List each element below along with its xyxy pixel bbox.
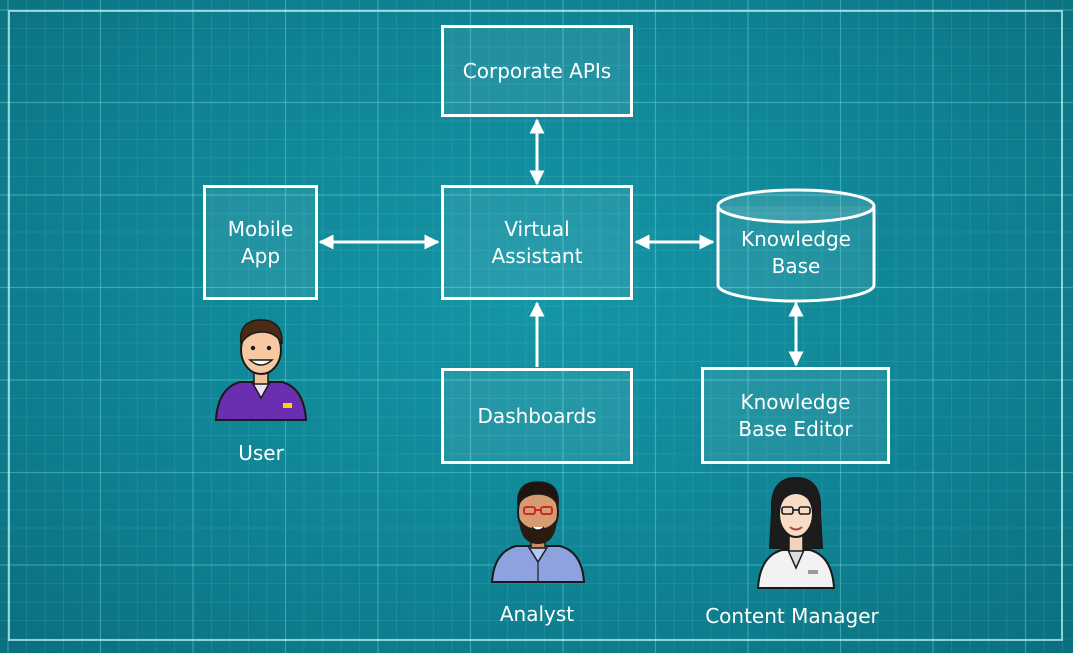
user-avatar-icon (214, 319, 308, 421)
content-manager-label: Content Manager (705, 604, 879, 628)
analyst-label: Analyst (499, 602, 575, 626)
knowledge-base-cylinder (716, 188, 876, 303)
analyst-avatar-icon (490, 481, 586, 583)
mobile-app-node: Mobile App (203, 185, 318, 300)
content-manager-avatar-icon (756, 476, 836, 589)
knowledge-base-label: Knowledge Base (741, 227, 851, 278)
corporate-apis-node: Corporate APIs (441, 25, 633, 117)
user-label: User (238, 441, 284, 465)
dashboards-node: Dashboards (441, 368, 633, 464)
virtual-assistant-node: Virtual Assistant (441, 185, 633, 300)
knowledge-base-editor-node: Knowledge Base Editor (701, 367, 890, 464)
diagram-frame (8, 10, 1063, 641)
